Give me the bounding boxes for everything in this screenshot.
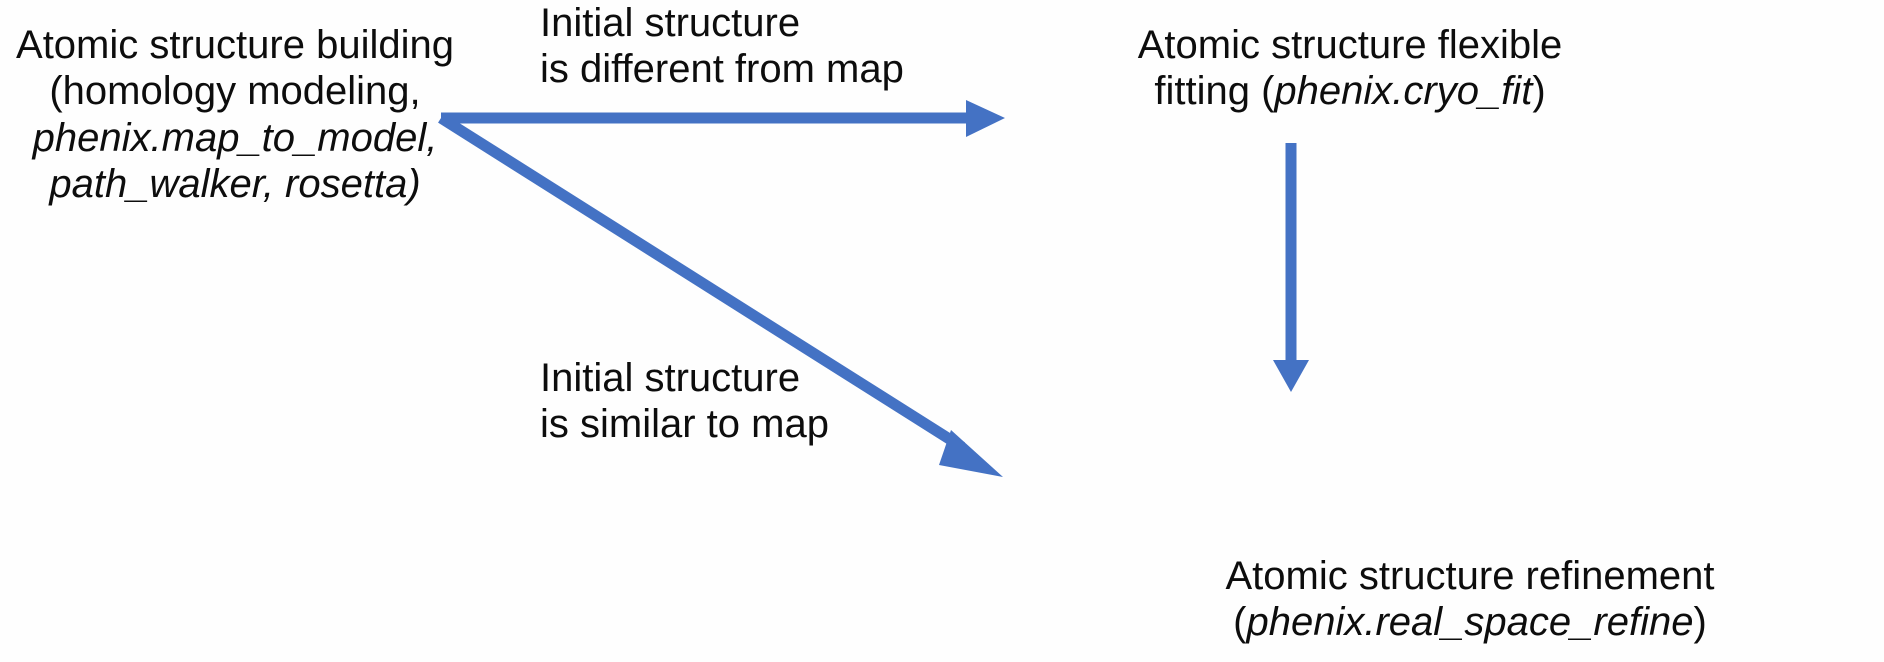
node-fitting-tool-name: phenix.cryo_fit [1274,69,1533,114]
node-building-line-1: Atomic structure building [16,23,454,67]
edge-label-similar-line-2: is similar to map [540,402,829,447]
node-fitting-line-2: fitting (phenix.cryo_fit) [1070,68,1630,114]
node-fitting-line-2-close: ) [1532,69,1546,114]
node-building-line-4: path_walker, rosetta) [49,162,421,207]
node-refinement-line-2-open: ( [1233,600,1247,645]
arrow-building-to-fitting [441,100,1005,137]
edge-label-similar-line-1: Initial structure [540,356,801,400]
node-fitting-line-1: Atomic structure flexible [1137,23,1563,67]
node-atomic-structure-flexible-fitting: Atomic structure flexible fitting (pheni… [1070,22,1630,115]
node-refinement-line-2-close: ) [1693,600,1707,645]
node-refinement-line-1: Atomic structure refinement [1225,554,1715,598]
node-building-line-2: (homology modeling, [49,69,421,114]
node-refinement-tool-name: phenix.real_space_refine [1246,600,1694,645]
edge-label-different-line-1: Initial structure [540,1,801,45]
node-fitting-line-2-plain: fitting ( [1154,69,1275,114]
node-building-line-3: phenix.map_to_model, [32,115,438,160]
node-atomic-structure-building: Atomic structure building (homology mode… [0,22,470,208]
node-atomic-structure-refinement: Atomic structure refinement (phenix.real… [1060,553,1880,646]
arrow-fitting-to-refinement [1273,143,1309,392]
edge-label-different-line-2: is different from map [540,47,904,92]
edge-label-different-from-map: Initial structure is different from map [540,0,940,93]
node-refinement-line-2: (phenix.real_space_refine) [1060,599,1880,645]
edge-label-similar-to-map: Initial structure is similar to map [540,355,940,448]
